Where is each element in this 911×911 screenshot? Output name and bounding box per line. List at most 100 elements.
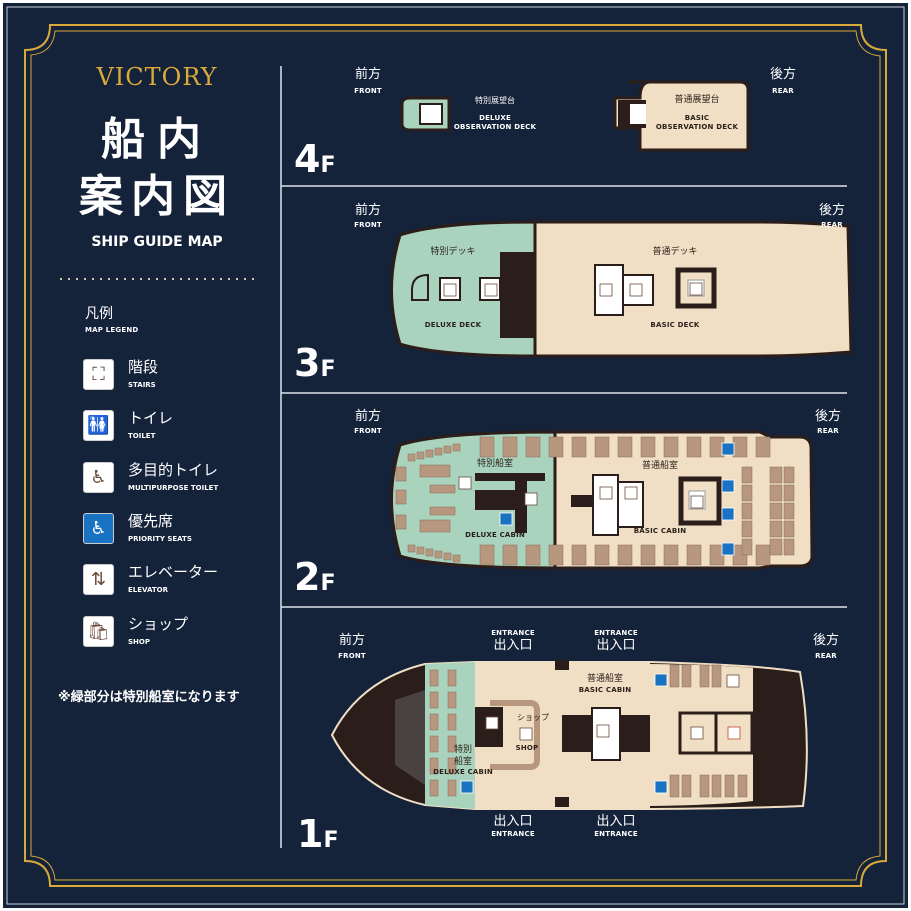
seat [479,544,495,566]
deluxe-cabin-label: 特別船室 [476,459,514,469]
entrance-label: 出入口 [596,814,636,829]
seat [617,544,633,566]
deck-3f [390,220,853,358]
stairs-icon [484,283,498,297]
priority-seat-icon [499,512,513,526]
priority-seat-icon [721,479,735,493]
legend-note: ※緑部分は特別船室になります [58,690,240,705]
seat [447,735,457,753]
seat [525,436,541,458]
basic-cabin-label: 普通船室 [586,674,624,684]
entrance-label: 出入口 [493,814,533,829]
seat [429,691,439,709]
seat [429,779,439,797]
deluxe-cabin-label: 特別 [453,745,473,755]
stairs-icon [485,716,499,730]
title-line2: 案内図 [79,171,235,222]
legend-label-en: MULTIPURPOSE TOILET [128,483,219,492]
deck-4f [400,80,750,152]
legend-heading-en: MAP LEGEND [85,326,139,334]
seat [419,464,451,478]
seat [669,664,680,688]
seat [452,443,461,452]
seat [640,436,656,458]
seat [429,757,439,775]
stairs-icon [599,283,613,297]
seat [663,436,679,458]
seat [434,447,443,456]
seat [447,713,457,731]
seat [502,544,518,566]
seat [640,544,656,566]
seat [594,436,610,458]
seat [617,436,633,458]
gold-frame [24,24,887,887]
seat [769,466,783,484]
legend-heading: 凡例 [85,306,113,322]
seat [548,544,564,566]
seat [669,774,680,798]
legend-label: エレベーター [128,563,219,582]
seat [769,520,783,538]
legend-label: 階段 [128,358,159,376]
front-label: 前方 [354,67,382,82]
seat [681,664,692,688]
seat [429,484,456,494]
elevator-icon [689,282,703,296]
deck-1f [330,660,808,810]
legend-label-en: PRIORITY SEATS [128,534,192,543]
seat [447,691,457,709]
seat [447,779,457,797]
seat [443,445,452,454]
legend-label: 優先席 [128,511,174,530]
multipurpose-toilet-icon: ♿ [83,461,114,493]
stairs-icon [624,486,638,500]
seat [452,554,461,563]
seat [429,713,439,731]
legend-label: 多目的トイレ [128,460,219,479]
seat [741,502,753,520]
seat [416,451,425,460]
legend-label-en: STAIRS [128,381,156,389]
seat [755,544,771,566]
legend-label: トイレ [128,409,174,428]
seat [741,538,753,556]
priority-seat-icon [654,780,668,794]
seat [429,506,456,516]
seat [711,664,722,688]
seat [755,436,771,458]
deluxe-observation-label: 特別展望台 [475,96,515,105]
seat [783,484,795,502]
stairs-icon: ⛶ [83,359,114,390]
seat [769,484,783,502]
seat [419,519,451,533]
seat [724,774,735,798]
stairs-icon [599,486,613,500]
floor-label-1f: 1F [297,812,339,856]
seat [429,735,439,753]
stairs-icon [443,283,457,297]
shop-label: ショップ [517,713,549,722]
seat [783,502,795,520]
seat [443,552,452,561]
priority-seat-icon [654,673,668,687]
deck-2f [390,430,814,570]
priority-seat-icon [721,507,735,521]
seat [732,436,748,458]
seat [686,436,702,458]
brand-title: VICTORY [96,63,218,91]
seat [571,544,587,566]
seat [447,757,457,775]
seat [594,544,610,566]
priority-seat-icon [460,780,474,794]
seat [571,436,587,458]
shop-icon [519,727,533,741]
seat [395,514,407,530]
legend-label-en: SHOP [128,637,150,646]
seat [395,466,407,482]
seat [425,548,434,557]
seat [699,774,710,798]
seat [395,489,407,505]
seat [783,520,795,538]
priority-seat-icon [721,442,735,456]
